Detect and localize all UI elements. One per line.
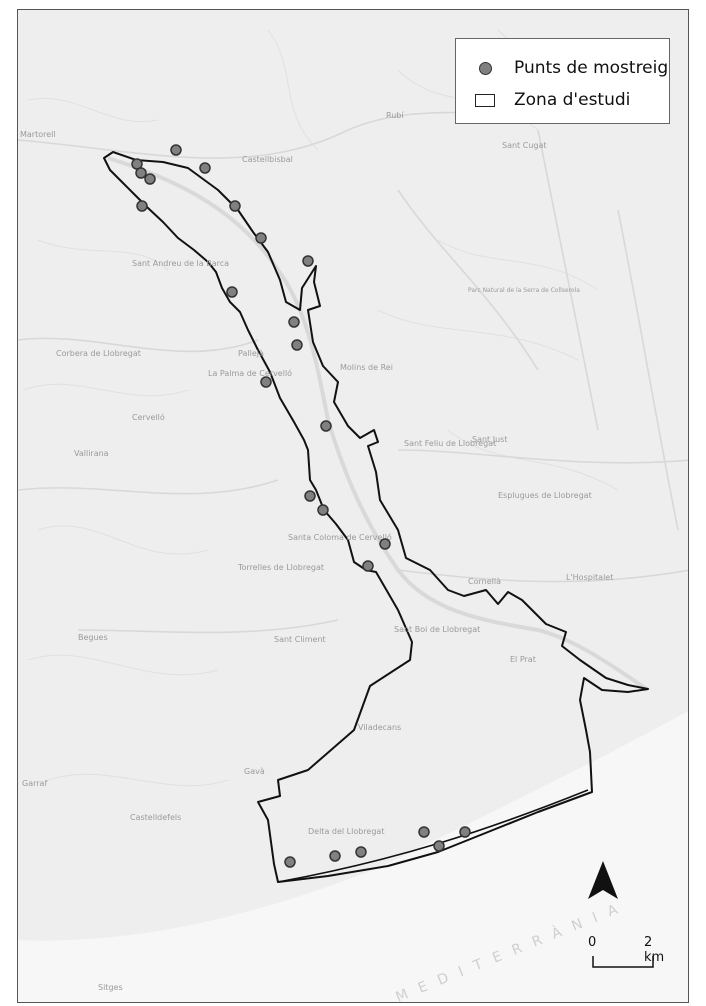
place-label: Sitges (98, 983, 123, 992)
place-label: Gavà (244, 767, 265, 776)
scale-label-start: 0 (588, 935, 597, 950)
sampling-point[interactable] (433, 840, 445, 852)
scale-bar-line (592, 956, 654, 968)
place-label: Molins de Rei (340, 363, 393, 372)
place-label: Parc Natural de la Serra de Collserola (468, 287, 580, 294)
sampling-point[interactable] (379, 538, 391, 550)
legend-area-symbol (456, 93, 514, 107)
legend-label-study-area: Zona d'estudi (514, 90, 631, 110)
place-label: Castelldefels (130, 813, 181, 822)
study-area-outline (103, 151, 649, 883)
place-label: Begues (78, 633, 108, 642)
place-label: Corbera de Llobregat (56, 349, 141, 358)
sampling-point[interactable] (329, 850, 341, 862)
place-label: Sant Climent (274, 635, 326, 644)
place-label: Rubí (386, 111, 404, 120)
legend-row-study-area: Zona d'estudi (456, 85, 669, 115)
river-llobregat (107, 156, 650, 692)
place-label: L'Hospitalet (566, 573, 613, 582)
sampling-point[interactable] (304, 490, 316, 502)
place-label: Vallirana (74, 449, 109, 458)
sampling-point[interactable] (362, 560, 374, 572)
rectangle-icon (475, 93, 495, 107)
sampling-point[interactable] (255, 232, 267, 244)
sampling-point[interactable] (418, 826, 430, 838)
place-label: Esplugues de Llobregat (498, 491, 592, 500)
place-label: Martorell (20, 130, 56, 139)
place-label: La Palma de Cervelló (208, 368, 292, 378)
sampling-point[interactable] (199, 162, 211, 174)
place-label: Castellbisbal (242, 155, 293, 164)
place-label: Viladecans (358, 723, 401, 732)
legend-point-symbol (456, 61, 514, 75)
place-label: Sant Cugat (502, 141, 547, 150)
sampling-points (131, 144, 471, 868)
place-label: Sant Just (472, 435, 507, 444)
sampling-point[interactable] (317, 504, 329, 516)
legend-label-sampling-points: Punts de mostreig (514, 58, 669, 78)
sampling-point[interactable] (136, 200, 148, 212)
sampling-point[interactable] (226, 286, 238, 298)
circle-icon (478, 61, 492, 75)
north-arrow-icon (588, 861, 618, 899)
map-frame: Martorell Rubí Castellbisbal Sant Cugat … (17, 9, 689, 1003)
legend-row-sampling-points: Punts de mostreig (456, 53, 669, 83)
place-label: Torrelles de Llobregat (237, 563, 324, 572)
sampling-point[interactable] (260, 376, 272, 388)
place-label: Sant Boi de Llobregat (394, 625, 480, 634)
sampling-point[interactable] (170, 144, 182, 156)
place-label: Cornellà (468, 577, 501, 586)
place-labels: Martorell Rubí Castellbisbal Sant Cugat … (20, 111, 613, 992)
map-canvas[interactable]: Martorell Rubí Castellbisbal Sant Cugat … (18, 10, 689, 1003)
place-label: Garraf (22, 779, 47, 788)
place-label: Pallejà (238, 349, 264, 358)
place-label: Cervelló (132, 412, 165, 422)
sampling-point[interactable] (291, 339, 303, 351)
sampling-point[interactable] (144, 173, 156, 185)
sampling-point[interactable] (288, 316, 300, 328)
place-label: El Prat (510, 655, 536, 664)
sampling-point[interactable] (284, 856, 296, 868)
sampling-point[interactable] (302, 255, 314, 267)
place-label: Santa Coloma de Cervelló (288, 532, 392, 542)
place-label: Sant Feliu de Llobregat (404, 439, 496, 448)
scale-label-end: 2 km (644, 935, 665, 965)
sea-area (18, 711, 688, 1002)
map-legend: Punts de mostreig Zona d'estudi (455, 38, 670, 124)
place-label: Delta del Llobregat (308, 827, 384, 836)
sampling-point[interactable] (320, 420, 332, 432)
sampling-point[interactable] (355, 846, 367, 858)
scale-bar: 0 2 km (572, 935, 672, 975)
sampling-point[interactable] (229, 200, 241, 212)
sampling-point[interactable] (459, 826, 471, 838)
sampling-point[interactable] (135, 167, 147, 179)
place-label: Sant Andreu de la Barca (132, 259, 229, 268)
